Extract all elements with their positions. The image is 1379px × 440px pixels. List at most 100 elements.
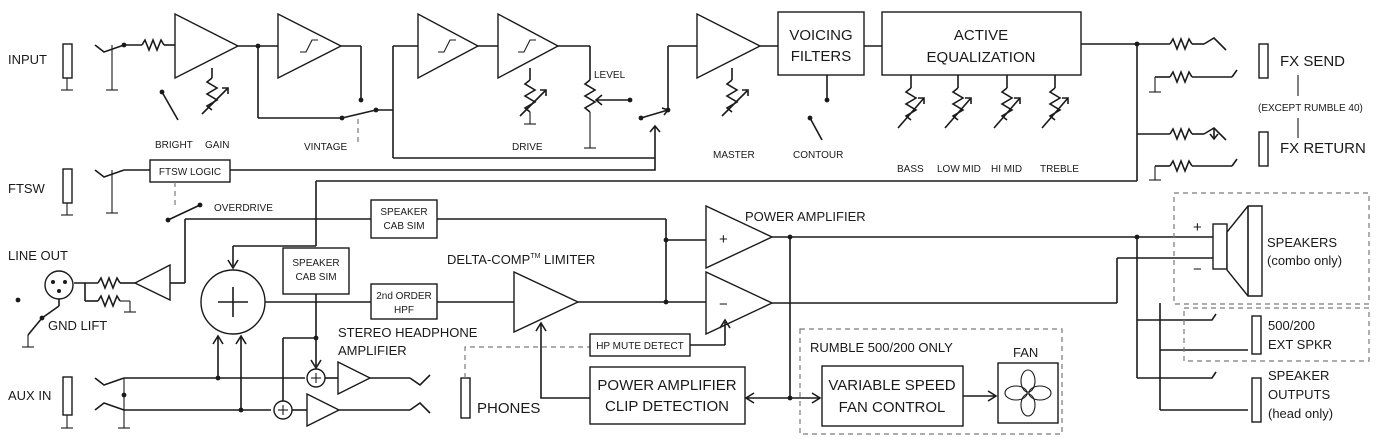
hp-amp-left — [337, 360, 372, 396]
fan-control-box — [821, 365, 964, 427]
aux-in-label: AUX IN — [8, 388, 51, 403]
ext-spkr-label-1: 500/200 — [1268, 318, 1315, 333]
master-label: MASTER — [713, 150, 755, 161]
treble-label: TREBLE — [1040, 164, 1079, 175]
vintage-label: VINTAGE — [304, 142, 347, 153]
bright-switch — [161, 91, 179, 121]
spk-out-label-2: OUTPUTS — [1268, 387, 1330, 402]
input-section: INPUT VINTAGE BRIGHT GAIN — [8, 11, 1082, 175]
speakers-label-2: (combo only) — [1267, 253, 1342, 268]
ftsw-logic-box — [149, 159, 231, 183]
power-section: POWER AMPLIFIER + − + − SPEAKERS (combo … — [705, 192, 1370, 423]
clip-detection-box — [589, 366, 746, 425]
hpf-label-2: HPF — [394, 305, 414, 316]
ext-speaker-box — [1183, 307, 1370, 362]
fan-control-label-1: VARIABLE SPEED — [828, 377, 955, 394]
overdrive-label: OVERDRIVE — [214, 203, 273, 214]
bright-label: BRIGHT — [155, 140, 193, 151]
active-eq-box — [881, 11, 1082, 76]
contour-label: CONTOUR — [793, 150, 843, 161]
fx-return-label: FX RETURN — [1280, 140, 1366, 157]
power-amp-plus: + — [719, 231, 728, 248]
stereo-hp-label-1: STEREO HEADPHONE — [338, 325, 478, 340]
active-eq-label-2: EQUALIZATION — [927, 49, 1036, 66]
limiter-label-name: DELTA-COMP — [447, 252, 530, 267]
ftsw-jack — [62, 168, 73, 204]
gain-label: GAIN — [205, 140, 229, 151]
spk-out-label-1: SPEAKER — [1268, 368, 1329, 383]
summer-limiter: SPEAKER CAB SIM 2nd ORDER HPF DELTA-COMP… — [200, 237, 706, 370]
delta-comp-limiter — [513, 270, 580, 334]
fx-except-label: (EXCEPT RUMBLE 40) — [1258, 103, 1363, 114]
rumble-only-label: RUMBLE 500/200 ONLY — [810, 340, 953, 355]
active-eq-label-1: ACTIVE — [954, 27, 1008, 44]
hi-mid-label: HI MID — [991, 164, 1022, 175]
input-label: INPUT — [8, 52, 47, 67]
cab-sim-upper-label-2: CAB SIM — [383, 221, 424, 232]
line-out-xlr — [44, 270, 74, 300]
fan-label: FAN — [1013, 345, 1038, 360]
drive-clipper-2 — [497, 12, 560, 80]
speaker-cab-sim-lower — [282, 247, 350, 295]
master-amp — [696, 12, 762, 80]
power-amp-minus: − — [719, 296, 728, 313]
fan-icon — [997, 362, 1059, 424]
cab-sim-lower-label-1: SPEAKER — [292, 258, 339, 269]
clip-label-2: CLIP DETECTION — [605, 398, 729, 415]
speaker-minus-label: − — [1193, 261, 1202, 278]
stereo-hp-label-2: AMPLIFIER — [338, 343, 407, 358]
input-preamp — [174, 12, 240, 80]
line-out-section: SPEAKER CAB SIM LINE OUT GND LIFT — [8, 199, 667, 348]
speaker-plus-label: + — [1193, 219, 1202, 236]
power-amp-negative — [705, 270, 774, 336]
power-amp-label: POWER AMPLIFIER — [745, 209, 866, 224]
gnd-lift-label: GND LIFT — [48, 318, 107, 333]
bass-label: BASS — [897, 164, 924, 175]
fx-return-jack — [1258, 131, 1269, 167]
voicing-filters-box — [777, 11, 865, 76]
hpf-label-1: 2nd ORDER — [376, 291, 432, 302]
phones-jack — [460, 377, 471, 419]
phones-label: PHONES — [477, 400, 540, 417]
ext-spkr-label-2: EXT SPKR — [1268, 337, 1332, 352]
cab-sim-upper-label-1: SPEAKER — [380, 207, 427, 218]
headphone-section: STEREO HEADPHONE AMPLIFIER AUX IN PHONES… — [8, 318, 731, 429]
rumble-only-box — [799, 328, 1063, 435]
speaker-magnet — [1212, 223, 1228, 270]
input-resistor — [141, 37, 165, 53]
line-out-label: LINE OUT — [8, 248, 68, 263]
ftsw-label: FTSW — [8, 181, 46, 196]
fan-control-label-2: FAN CONTROL — [839, 399, 946, 416]
eq-pots — [897, 75, 1069, 129]
voicing-label-1: VOICING — [789, 27, 852, 44]
ftsw-logic-label: FTSW LOGIC — [159, 167, 221, 178]
speaker-cab-sim-upper — [370, 199, 438, 239]
low-mid-label: LOW MID — [937, 164, 981, 175]
hp-amp-right — [306, 392, 341, 428]
drive-clipper-1 — [417, 12, 480, 80]
speakers-label-1: SPEAKERS — [1267, 235, 1337, 250]
limiter-label-suffix: LIMITER — [540, 252, 595, 267]
aux-in-jack — [62, 376, 73, 416]
fx-send-jack — [1258, 43, 1269, 79]
speaker-cone — [1226, 205, 1263, 297]
input-jack — [62, 43, 73, 79]
ftsw-section: FTSW FTSW LOGIC OVERDRIVE — [8, 124, 661, 223]
fx-loop: FX SEND (EXCEPT RUMBLE 40) FX RETURN — [315, 36, 1366, 246]
clip-label-1: POWER AMPLIFIER — [597, 377, 736, 394]
limiter-label-tm: TM — [530, 253, 540, 260]
speaker-out-jack — [1251, 377, 1262, 423]
hp-mute-label: HP MUTE DETECT — [596, 341, 684, 352]
spk-out-label-3: (head only) — [1268, 406, 1333, 421]
drive-label: DRIVE — [512, 142, 543, 153]
hpf-box — [370, 283, 438, 320]
level-label: LEVEL — [594, 70, 626, 81]
power-amp-positive — [705, 204, 774, 270]
voicing-label-2: FILTERS — [791, 48, 852, 65]
cab-sim-lower-label-2: CAB SIM — [295, 272, 336, 283]
fan-section: POWER AMPLIFIER CLIP DETECTION RUMBLE 50… — [535, 321, 1063, 435]
limiter-label: DELTA-COMPTM LIMITER — [447, 252, 595, 267]
fx-send-resistor — [1169, 36, 1193, 52]
fx-send-label: FX SEND — [1280, 53, 1345, 70]
